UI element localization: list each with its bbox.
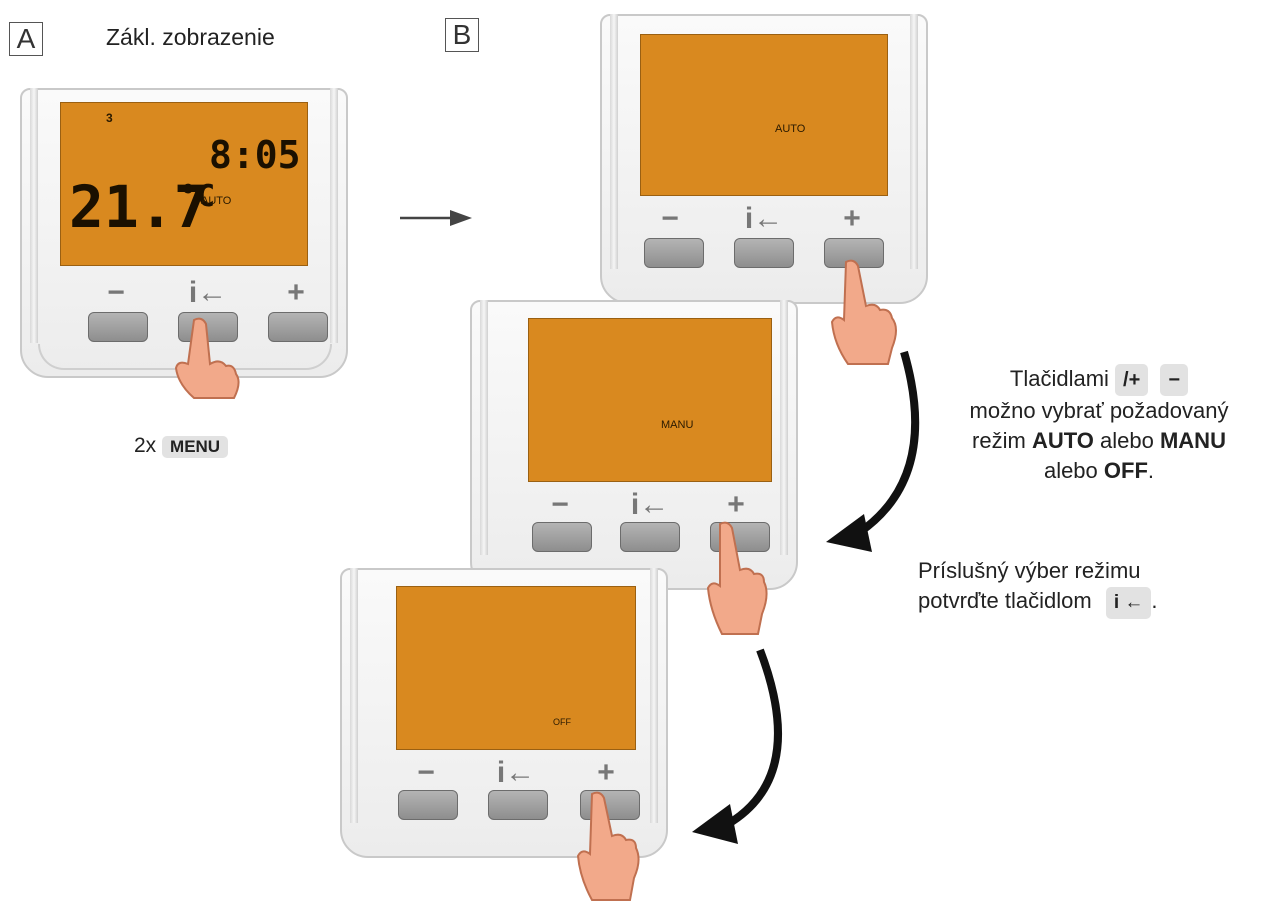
thermostat-device-off: OFF − i← + [340, 568, 668, 858]
panel-a-caption: Zákl. zobrazenie [106, 24, 275, 50]
plus-label: + [727, 488, 745, 521]
mode-off: OFF [1103, 458, 1148, 483]
plus-label: + [843, 202, 861, 235]
minus-button[interactable] [398, 790, 458, 820]
lcd-mode-auto: AUTO [775, 123, 806, 135]
hand-pointer-icon [576, 791, 640, 901]
plus-button[interactable] [268, 312, 328, 342]
lcd-screen-manu: MANU [528, 318, 772, 482]
lcd-day: 3 [106, 111, 113, 125]
lcd-unit: °C [179, 179, 216, 214]
minus-label: − [551, 488, 569, 521]
info-enter-button[interactable] [620, 522, 680, 552]
lcd-mode: AUTO [201, 195, 232, 207]
thermostat-device-manu: MANU − i← + [470, 300, 798, 590]
panel-b-label: B [445, 18, 479, 52]
mode-selection-instruction: Tlačidlami /+ − možno vybrať požadovaný … [934, 364, 1264, 486]
plus-label: + [287, 276, 305, 309]
thermostat-device-auto: AUTO − i← + [600, 14, 928, 304]
mode-manu: MANU [1159, 428, 1226, 453]
flow-arrow-icon [400, 210, 472, 226]
instruction-rezim: režim [972, 428, 1026, 453]
confirm-line1: Príslušný výber režimu [918, 558, 1141, 583]
instruction-period: . [1147, 458, 1155, 483]
lcd-screen-auto: AUTO [640, 34, 888, 196]
confirm-period: . [1151, 588, 1158, 613]
hand-pointer-icon [706, 521, 768, 635]
confirm-line2: potvrďte tlačidlom [918, 588, 1092, 613]
confirm-instruction: Príslušný výber režimu potvrďte tlačidlo… [918, 556, 1258, 619]
info-enter-label: i← [630, 488, 670, 521]
minus-label: − [107, 276, 125, 309]
minus-button[interactable] [644, 238, 704, 268]
instruction-line1: Tlačidlami [1009, 366, 1109, 391]
thermostat-device-a: 3 8:05 21.7 °C AUTO − i← + [20, 88, 348, 378]
flow-arrow-icon [692, 648, 782, 844]
info-enter-label: i← [496, 756, 536, 789]
hand-pointer-icon [830, 259, 897, 365]
lcd-time: 8:05 [209, 133, 301, 177]
plus-label: + [597, 756, 615, 789]
info-enter-label: i← [188, 276, 228, 309]
lcd-temperature: 21.7 [69, 173, 209, 241]
press-count: 2x [134, 434, 157, 457]
minus-label: − [661, 202, 679, 235]
plus-button[interactable] [580, 790, 640, 820]
flow-arrow-icon [826, 350, 920, 552]
lcd-mode-off: OFF [553, 717, 571, 727]
minus-button[interactable] [88, 312, 148, 342]
instruction-line2: možno vybrať požadovaný [969, 398, 1229, 423]
mode-auto: AUTO [1031, 428, 1094, 453]
minus-key-badge: − [1160, 364, 1189, 396]
info-enter-label: i← [744, 202, 784, 235]
instruction-or-1: alebo [1100, 428, 1154, 453]
hand-pointer-icon [174, 317, 240, 399]
instruction-or-2: alebo [1043, 458, 1098, 483]
lcd-screen-a: 3 8:05 21.7 °C AUTO [60, 102, 308, 266]
info-enter-button[interactable] [488, 790, 548, 820]
plus-key-badge: /+ [1115, 364, 1149, 396]
minus-button[interactable] [532, 522, 592, 552]
info-enter-key-badge: i ← [1105, 587, 1152, 619]
panel-a-label: A [9, 22, 43, 56]
menu-key-badge: MENU [162, 436, 229, 458]
info-enter-button[interactable] [734, 238, 794, 268]
lcd-screen-off: OFF [396, 586, 636, 750]
minus-label: − [417, 756, 435, 789]
press-instruction: 2x MENU [134, 434, 229, 458]
lcd-mode-manu: MANU [661, 419, 694, 431]
